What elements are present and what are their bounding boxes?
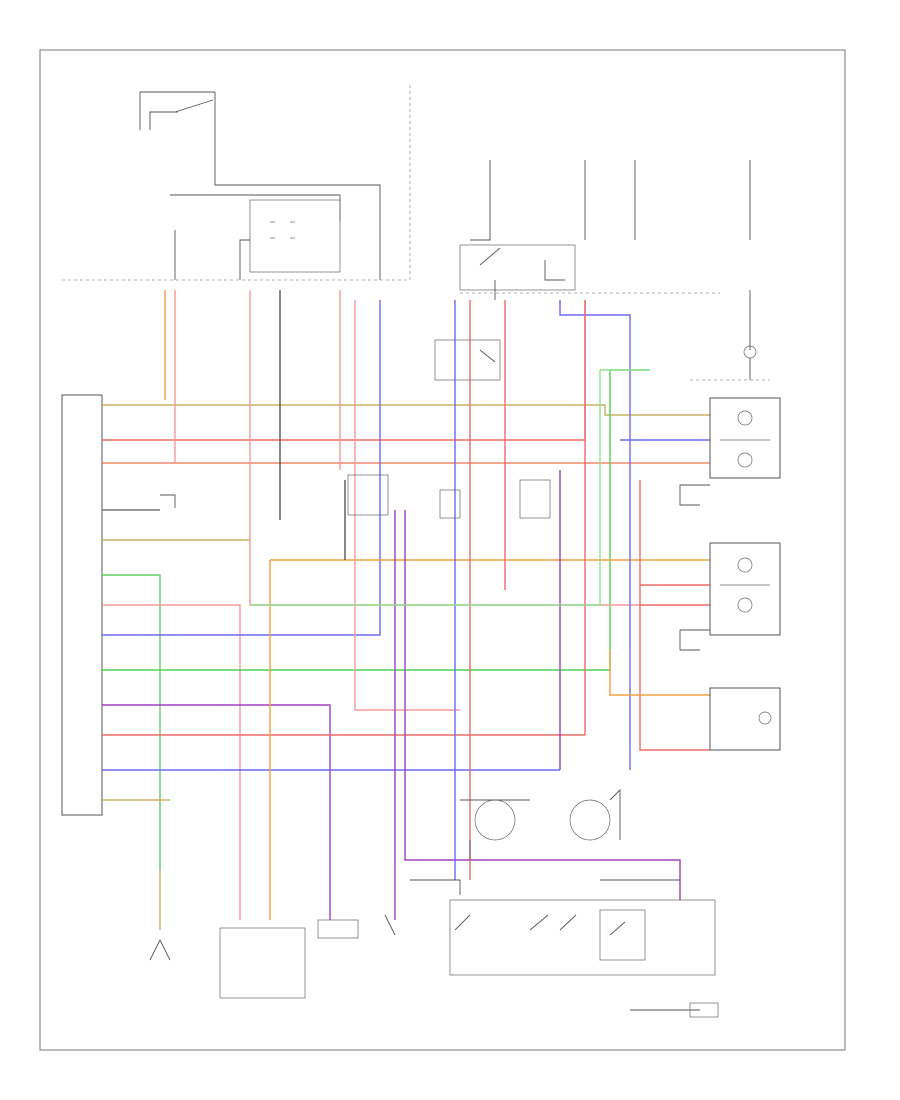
diagram-border	[39, 49, 846, 1051]
bottom-left-connectors	[149, 870, 396, 999]
control-module-connector	[61, 394, 103, 816]
top-left-switch-group	[139, 91, 381, 280]
bottom-right-switch	[630, 1002, 719, 1018]
middle-relays	[160, 474, 551, 519]
vertical-wires	[164, 290, 710, 920]
right-headlight-lower	[679, 542, 781, 651]
right-headlight-upper	[679, 397, 781, 506]
bottom-switches	[410, 788, 716, 976]
right-indicator-module	[709, 687, 781, 751]
harness-wires	[102, 300, 710, 920]
fuse-group-top-right	[434, 160, 770, 381]
